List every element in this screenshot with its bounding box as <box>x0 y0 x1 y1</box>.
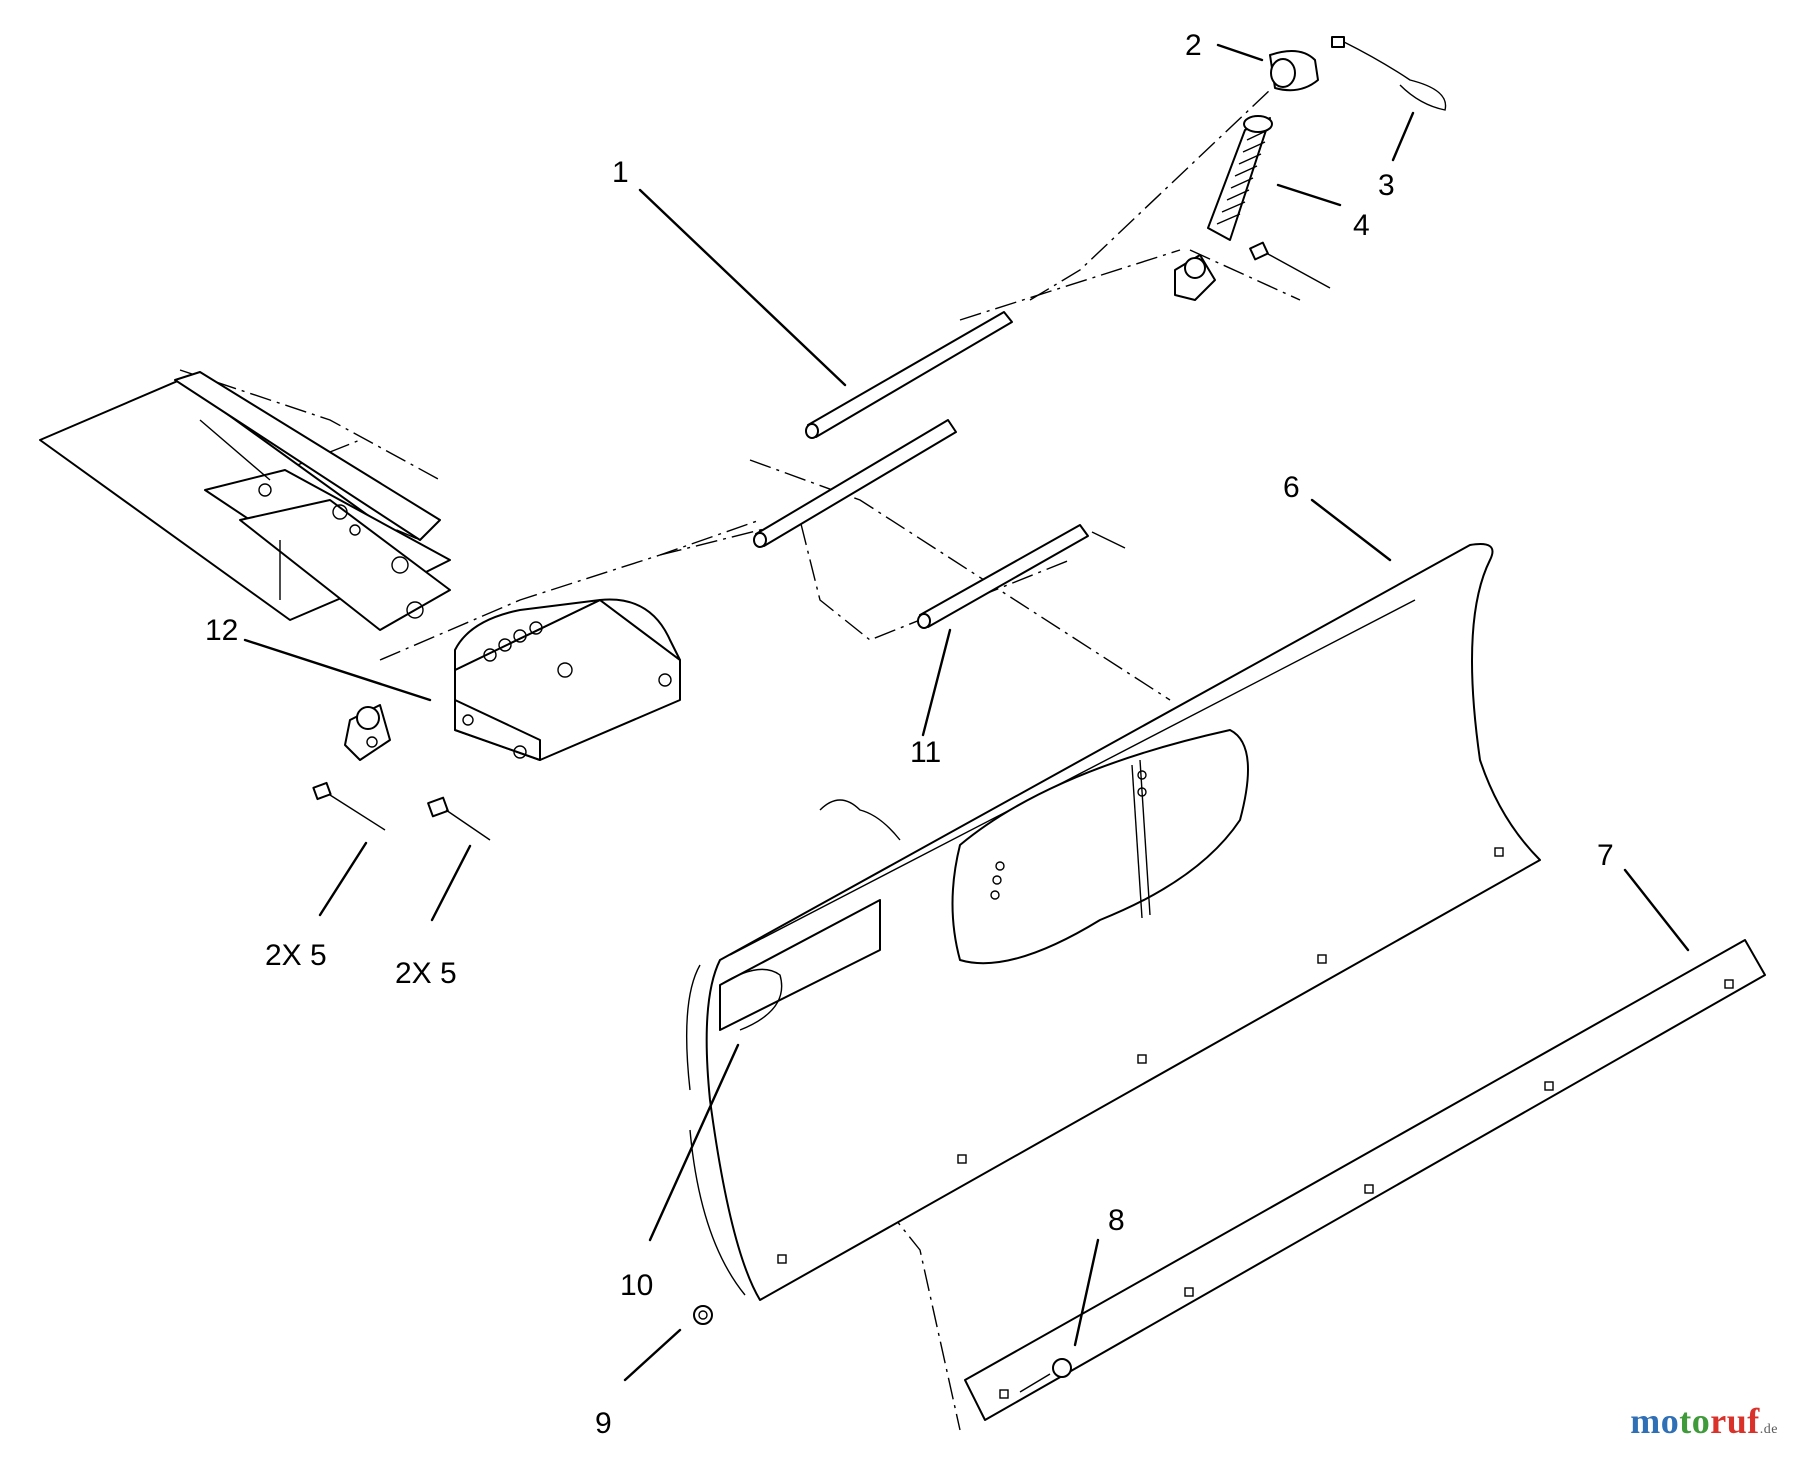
spring-assembly <box>1174 36 1447 301</box>
cutting-edge <box>964 939 1766 1421</box>
callout-6: 6 <box>1283 471 1300 504</box>
watermark-suffix: .de <box>1759 1422 1778 1437</box>
watermark-part1: mo <box>1630 1401 1680 1441</box>
assembly-centerlines <box>39 89 1301 1431</box>
pivot-rods <box>753 311 1126 629</box>
tractor-frame <box>39 371 451 631</box>
spring-coils <box>1216 129 1269 225</box>
callout-5-left: 2X 5 <box>265 939 327 972</box>
leader-lines <box>243 43 1690 1382</box>
bolt-and-nut <box>693 1305 1072 1393</box>
callout-11: 11 <box>910 736 941 769</box>
callout-5-right: 2X 5 <box>395 957 457 990</box>
watermark-part3: ruf <box>1710 1401 1760 1441</box>
callout-3: 3 <box>1378 169 1395 202</box>
callout-2: 2 <box>1185 29 1202 62</box>
callout-12: 12 <box>205 614 238 647</box>
callout-7: 7 <box>1597 839 1614 872</box>
watermark-logo: motoruf.de <box>1630 1400 1778 1442</box>
watermark-part2: to <box>1679 1401 1711 1441</box>
callout-1: 1 <box>612 156 629 189</box>
callout-4: 4 <box>1353 209 1370 242</box>
hitch-bracket <box>454 598 681 761</box>
callout-10: 10 <box>620 1269 653 1302</box>
callout-9: 9 <box>595 1407 612 1440</box>
blade <box>685 543 1541 1301</box>
callout-8: 8 <box>1108 1204 1125 1237</box>
pivot-block-left <box>312 704 491 841</box>
callout-labels: 1 2 3 4 6 7 8 9 10 11 12 2X 5 2X 5 <box>205 29 1614 1440</box>
